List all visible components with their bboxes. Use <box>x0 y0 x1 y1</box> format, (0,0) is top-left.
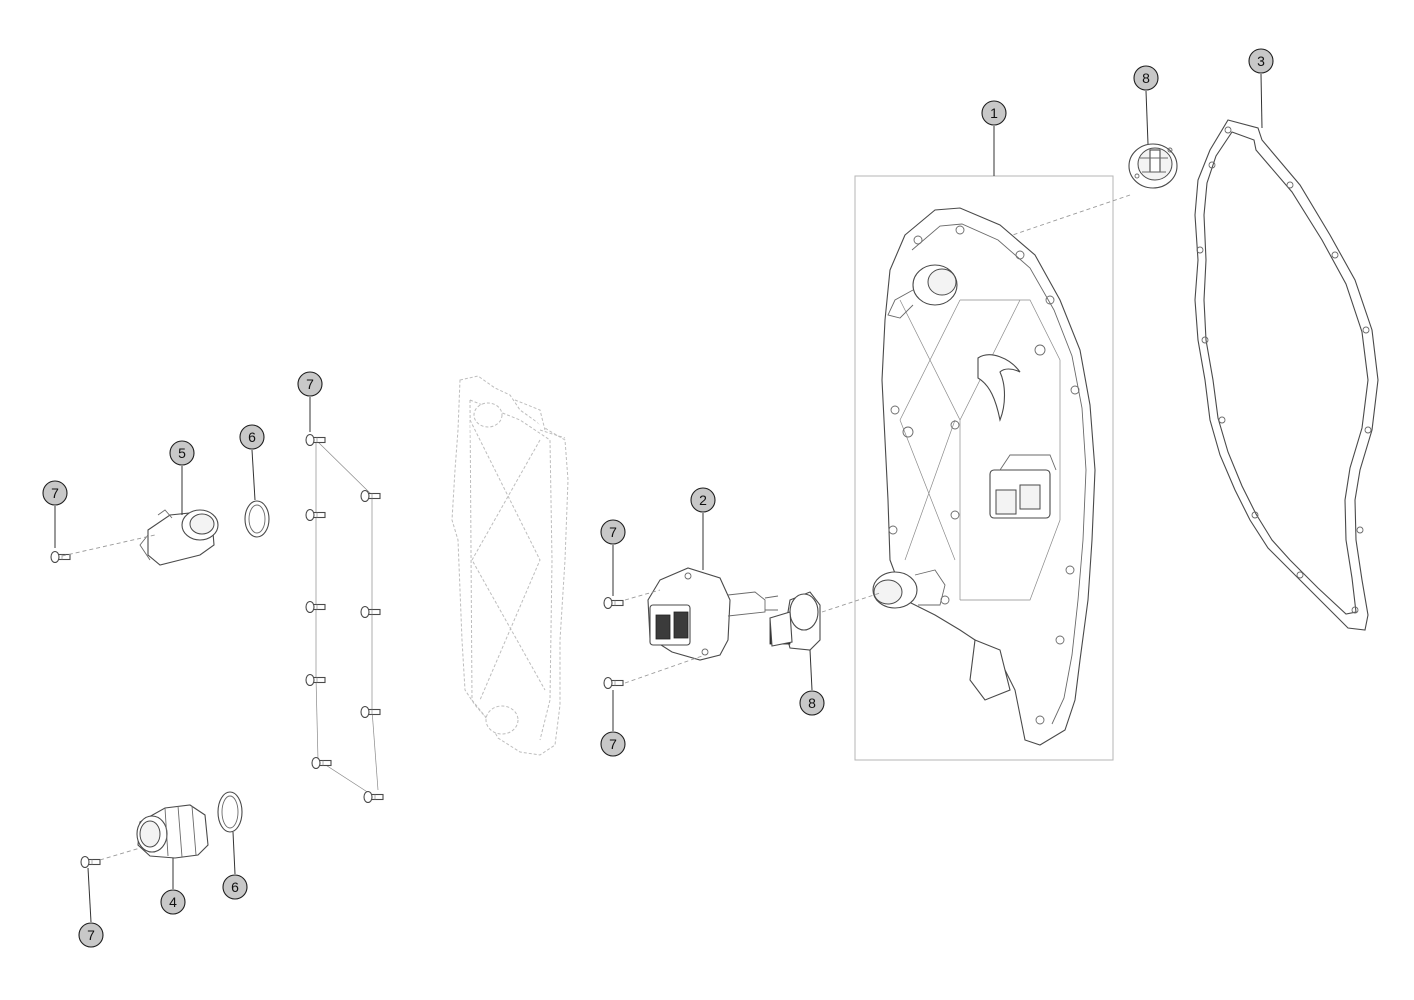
o-ring-part-lower <box>217 791 243 833</box>
screw <box>305 673 326 687</box>
o-ring-part-upper <box>244 500 270 538</box>
callout-7-connector-bottom-label: 7 <box>609 736 617 752</box>
callout-7-screws: 7 <box>297 371 323 397</box>
callout-6-lower-label: 6 <box>231 879 239 895</box>
screw <box>311 756 332 770</box>
callout-3: 3 <box>1248 48 1274 74</box>
screw <box>360 605 381 619</box>
callout-8-top: 8 <box>1133 65 1159 91</box>
callout-7-connector-bottom: 7 <box>600 731 626 757</box>
screw <box>80 855 101 869</box>
callout-2-label: 2 <box>699 492 707 508</box>
callout-1: 1 <box>981 100 1007 126</box>
callout-5-label: 5 <box>178 445 186 461</box>
screw <box>360 489 381 503</box>
screw <box>603 596 624 610</box>
cap-part-lower <box>769 591 821 651</box>
callout-6-upper: 6 <box>239 424 265 450</box>
callout-5: 5 <box>169 440 195 466</box>
assembly-1-frame <box>854 175 1114 761</box>
intermediate-plate-part <box>451 375 569 756</box>
callout-3-label: 3 <box>1257 53 1265 69</box>
speed-sensor-part <box>139 509 219 566</box>
screw <box>305 600 326 614</box>
callout-1-label: 1 <box>990 105 998 121</box>
callout-2: 2 <box>690 487 716 513</box>
callout-7-left-label: 7 <box>51 485 59 501</box>
callout-6-lower: 6 <box>222 874 248 900</box>
callout-8-lower-label: 8 <box>808 695 816 711</box>
connector-part <box>647 567 779 661</box>
screw <box>305 433 326 447</box>
screw <box>363 790 384 804</box>
callout-4-label: 4 <box>169 894 177 910</box>
callout-6-upper-label: 6 <box>248 429 256 445</box>
screw <box>305 508 326 522</box>
callout-7-screws-label: 7 <box>306 376 314 392</box>
callout-8-lower: 8 <box>799 690 825 716</box>
screw <box>50 550 71 564</box>
gasket-part <box>1194 119 1379 631</box>
callout-7-bottom: 7 <box>78 922 104 948</box>
leader-lines <box>54 73 1263 923</box>
plug-sensor-part <box>136 804 209 859</box>
screw-set <box>50 433 624 869</box>
callout-7-left: 7 <box>42 480 68 506</box>
housing-cover-part <box>872 207 1096 746</box>
callout-7-connector-top: 7 <box>600 519 626 545</box>
screw <box>360 705 381 719</box>
screw <box>603 676 624 690</box>
cap-part-top <box>1128 143 1178 189</box>
callout-4: 4 <box>160 889 186 915</box>
callout-7-bottom-label: 7 <box>87 927 95 943</box>
callout-8-top-label: 8 <box>1142 70 1150 86</box>
callout-7-connector-top-label: 7 <box>609 524 617 540</box>
